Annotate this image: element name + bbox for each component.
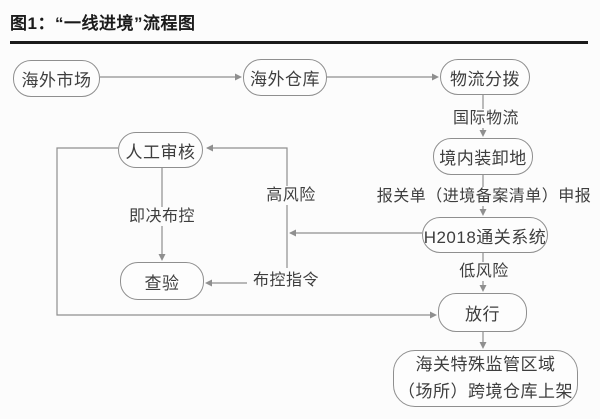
node-label: 境内装卸地 (439, 149, 527, 168)
node-label: 查验 (144, 273, 180, 293)
edge-label-high-risk: 高风险 (263, 186, 319, 206)
edge-label-customs-declaration: 报关单（进境备案清单）申报 (373, 187, 595, 207)
node-release: 放行 (438, 293, 527, 332)
node-label-line2: （场所）跨境仓库上架 (398, 381, 573, 401)
node-overseas-market: 海外市场 (13, 60, 100, 97)
node-label-line1: 海关特殊监管区域 (415, 355, 556, 375)
node-logistics-distribution: 物流分拨 (440, 59, 530, 95)
node-bonded-warehouse: 海关特殊监管区域 （场所）跨境仓库上架 (393, 350, 578, 407)
arrowhead-right-icon (430, 311, 437, 319)
arrowhead-left-icon (205, 279, 212, 287)
arrowhead-right-icon (432, 73, 439, 81)
node-domestic-unloading: 境内装卸地 (433, 138, 533, 175)
title-divider (10, 41, 588, 44)
node-label: H2018通关系统 (423, 227, 547, 247)
edge-label-control-instruction: 布控指令 (249, 271, 323, 291)
edge-label-summary-control: 即决布控 (125, 207, 199, 227)
node-label: 放行 (465, 305, 500, 324)
node-label: 人工审核 (125, 142, 196, 162)
node-h2018-system: H2018通关系统 (422, 217, 548, 253)
edge-manual-review-to-release (56, 147, 432, 316)
node-overseas-warehouse: 海外仓库 (243, 59, 327, 96)
arrowhead-down-icon (479, 285, 487, 292)
edge-label-international-logistics: 国际物流 (449, 109, 523, 129)
figure-title: 图1：“一线进境”流程图 (10, 14, 196, 33)
node-inspection: 查验 (120, 262, 204, 300)
arrowhead-down-icon (479, 130, 487, 137)
arrowhead-right-icon (235, 73, 242, 81)
arrowhead-left-icon (289, 229, 296, 237)
edge-junction-to-manual-review (207, 147, 288, 268)
node-manual-review: 人工审核 (118, 132, 203, 168)
arrowhead-down-icon (479, 209, 487, 216)
edge-label-low-risk: 低风险 (456, 262, 512, 282)
node-label: 海外仓库 (250, 70, 320, 89)
arrowhead-left-icon (206, 144, 213, 152)
arrowhead-down-icon (479, 342, 487, 349)
arrowhead-down-icon (158, 254, 166, 261)
node-label: 海外市场 (21, 71, 92, 90)
node-label: 物流分拨 (450, 69, 520, 89)
